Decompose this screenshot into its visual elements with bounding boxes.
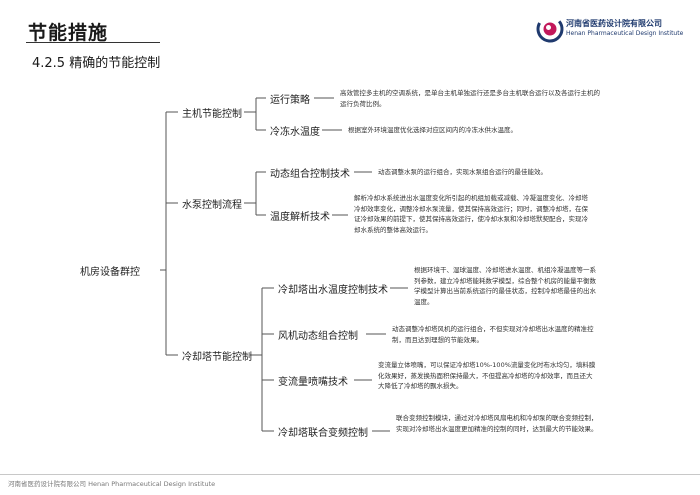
org-name-en: Henan Pharmaceutical Design Institute — [566, 30, 684, 37]
leaf-node: 动态组合控制技术 — [270, 169, 350, 180]
page-subtitle: 4.2.5 精确的节能控制 — [32, 56, 161, 71]
leaf-node: 温度解析技术 — [270, 212, 330, 223]
group-node-pump: 水泵控制流程 — [182, 200, 242, 211]
leaf-node: 冷却塔出水温度控制技术 — [278, 285, 388, 296]
leaf-node: 风机动态组合控制 — [278, 331, 358, 342]
leaf-description: 联合变频控制模块，通过对冷却塔风扇电机和冷却泵的联合变频控制，实现对冷却塔出水温… — [396, 414, 598, 433]
root-node: 机房设备群控 — [80, 267, 140, 278]
leaf-description: 解析冷却水系统进出水温度变化所引起的机组加载或减载、冷凝温度变化、冷却塔冷却效率… — [354, 194, 588, 234]
group-node-tower: 冷却塔节能控制 — [182, 352, 252, 363]
leaf-description: 根据室外环境温度优化选择对应区间内的冷冻水供水温度。 — [348, 126, 517, 134]
footer-divider — [0, 474, 700, 475]
title-underline — [26, 42, 160, 43]
group-node-host: 主机节能控制 — [182, 109, 242, 120]
org-name-cn: 河南省医药设计院有限公司 — [566, 19, 662, 28]
leaf-description: 动态调整水泵的运行组合，实现水泵组合运行的最佳能效。 — [378, 168, 547, 176]
footer-org: 河南省医药设计院有限公司 Henan Pharmaceutical Design… — [8, 480, 216, 488]
page-title: 节能措施 — [28, 22, 109, 44]
leaf-description: 动态调整冷却塔风机的运行组合，不但实现对冷却塔出水温度的精准控制，而且达到理想的… — [392, 325, 594, 344]
leaf-node: 运行策略 — [270, 95, 310, 106]
leaf-description: 变流量立体喷嘴，可以保证冷却塔10%-100%流量变化时布水均匀，填料膜化效果好… — [378, 361, 596, 390]
leaf-description: 高效管控多主机的空调系统，是单台主机单独运行还是多台主机联合运行以及各运行主机的… — [340, 89, 600, 108]
leaf-node: 冷却塔联合变频控制 — [278, 428, 368, 439]
leaf-node: 变流量喷嘴技术 — [278, 377, 348, 388]
leaf-description: 根据环境干、湿球温度、冷却塔进水温度、机组冷凝温度等一系列参数，建立冷却塔能耗数… — [414, 266, 596, 306]
institute-logo-icon — [536, 15, 564, 43]
leaf-node: 冷冻水温度 — [270, 127, 320, 138]
